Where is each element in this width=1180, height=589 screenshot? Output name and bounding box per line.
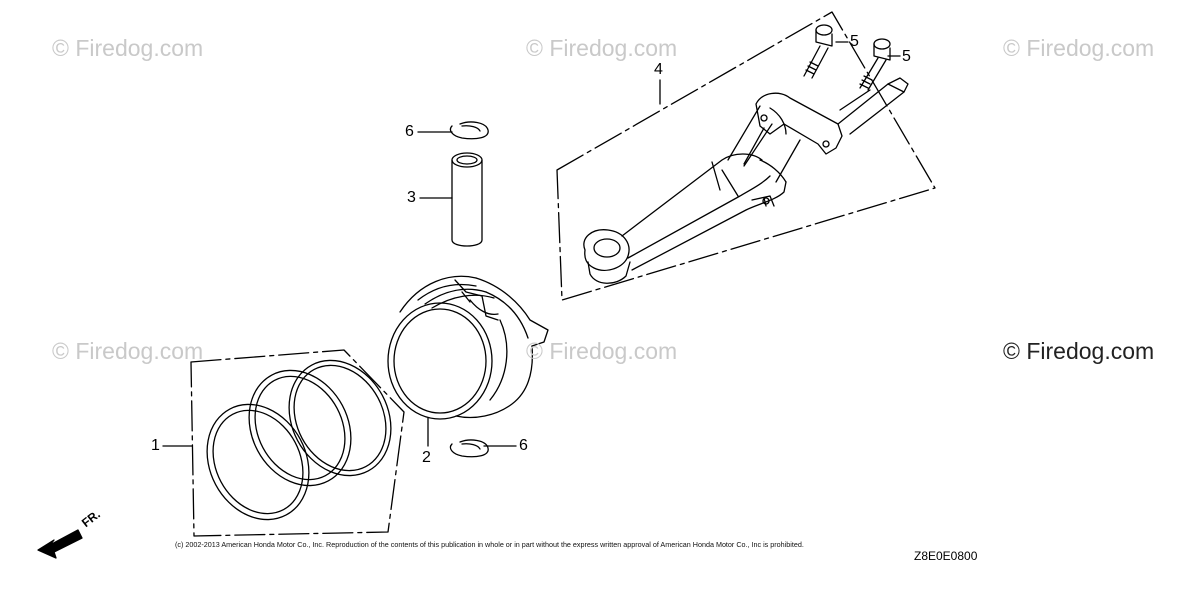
rod-bolt-right [859, 38, 891, 91]
watermark: © Firedog.com [526, 338, 678, 364]
callout-6: 6 [405, 123, 414, 140]
piston-rings [206, 359, 392, 521]
callout-6: 6 [519, 437, 528, 454]
group-box-1 [190, 349, 405, 537]
callout-1: 1 [151, 437, 160, 454]
watermark: © Firedog.com [1003, 35, 1155, 61]
callout-4: 4 [654, 61, 663, 78]
group-box-4 [556, 11, 936, 301]
watermark: © Firedog.com [1003, 338, 1155, 364]
watermark: © Firedog.com [52, 338, 204, 364]
rod-bolt-left [803, 24, 833, 79]
callout-5: 5 [850, 33, 859, 50]
diagram-code: Z8E0E0800 [914, 549, 978, 563]
callout-3: 3 [407, 189, 416, 206]
piston [387, 275, 549, 420]
piston-pin-clip-lower [449, 439, 489, 458]
copyright-notice: (c) 2002-2013 American Honda Motor Co., … [175, 540, 804, 549]
watermark: © Firedog.com [526, 35, 678, 61]
callout-2: 2 [422, 449, 431, 466]
watermark: © Firedog.com [52, 35, 204, 61]
piston-pin-clip-upper [449, 121, 489, 140]
front-direction-arrow-icon [37, 529, 83, 559]
callout-5: 5 [902, 48, 911, 65]
piston-pin [451, 152, 483, 247]
connecting-rod [583, 24, 909, 284]
